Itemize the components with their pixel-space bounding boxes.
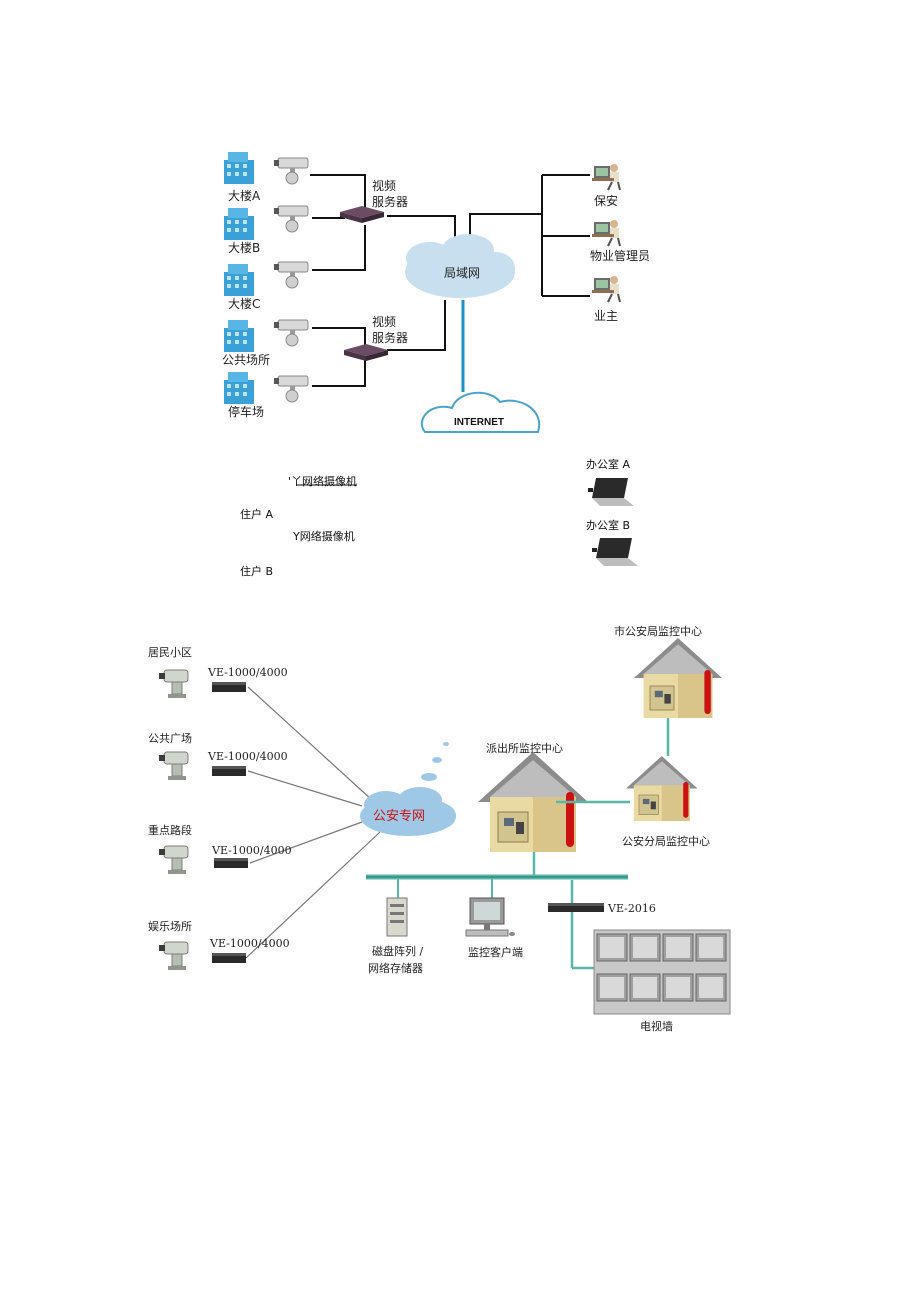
tv-wall xyxy=(593,929,731,1015)
video-server-label: 服务器 xyxy=(372,330,408,345)
video-server-icon xyxy=(344,344,388,361)
police-network-cloud: 公安专网 xyxy=(360,742,456,836)
user-label: 物业管理员 xyxy=(590,248,650,263)
laptop-icon xyxy=(592,538,638,566)
ptz-camera-icon xyxy=(158,941,189,971)
tv-monitor-icon xyxy=(596,973,628,1002)
client-label: 监控客户端 xyxy=(468,945,523,959)
building-b-icon xyxy=(224,208,254,240)
storage-label: 磁盘阵列 / xyxy=(372,944,423,958)
camera-a-label: '丫网络摄像机 xyxy=(288,475,358,488)
encoder-label: VE-1000/4000 xyxy=(211,844,292,857)
building-label: 停车场 xyxy=(228,404,264,419)
city-center-label: 市公安局监控中心 xyxy=(614,624,702,638)
user-label: 保安 xyxy=(594,193,618,208)
encoder-label: VE-1000/4000 xyxy=(207,666,288,679)
network-camera-icon xyxy=(273,157,309,185)
internet-label: INTERNET xyxy=(454,417,504,428)
police-network-label: 公安专网 xyxy=(373,809,425,824)
owner-icon xyxy=(591,275,621,303)
center-links xyxy=(532,718,670,970)
encoder-icon xyxy=(212,682,246,692)
station-center-label: 派出所监控中心 xyxy=(486,741,563,755)
links-bottom xyxy=(245,686,381,959)
encoder-label: VE-1000/4000 xyxy=(209,937,290,950)
site-label: 娱乐场所 xyxy=(148,919,192,933)
tv-monitor-icon xyxy=(596,933,628,962)
tv-monitor-icon xyxy=(695,933,727,962)
lan-label: 局域网 xyxy=(444,266,480,280)
video-server-label: 视频 xyxy=(372,178,396,193)
camera-column xyxy=(273,157,309,403)
building-c-icon xyxy=(224,264,254,296)
resident-a-label: 住户 A xyxy=(240,508,274,521)
network-camera-icon xyxy=(273,261,309,289)
building-a-icon xyxy=(224,152,254,184)
encoder-icon xyxy=(212,953,246,963)
decoder-icon xyxy=(548,903,604,912)
tv-monitor-icon xyxy=(629,933,661,962)
links-top xyxy=(310,174,590,387)
parking-lot-icon xyxy=(224,372,254,404)
lan-cloud: 局域网 xyxy=(405,234,515,298)
tv-monitor-icon xyxy=(695,973,727,1002)
tv-monitor-icon xyxy=(662,933,694,962)
building-label: 大楼B xyxy=(228,240,260,255)
ptz-camera-icon xyxy=(158,751,189,781)
video-server-label: 视频 xyxy=(372,314,396,329)
laptop-icon xyxy=(588,478,634,506)
tv-wall-label: 电视墙 xyxy=(640,1019,673,1033)
ptz-camera-icon xyxy=(158,845,189,875)
branch-bureau-house-icon xyxy=(625,755,698,822)
city-bureau-house-icon xyxy=(633,637,723,719)
buildings-column: 大楼A 大楼B 大楼C 公共场所 停车场 xyxy=(222,152,270,419)
storage-label: 网络存储器 xyxy=(368,961,423,975)
encoder-label: VE-1000/4000 xyxy=(207,750,288,763)
building-label: 大楼A xyxy=(228,188,261,203)
monitoring-client-icon xyxy=(465,897,515,937)
network-camera-icon xyxy=(273,319,309,347)
site-label: 居民小区 xyxy=(148,646,192,659)
building-label: 大楼C xyxy=(228,296,260,311)
ptz-camera-icon xyxy=(158,669,189,699)
security-guard-icon xyxy=(591,163,621,191)
network-camera-icon xyxy=(273,375,309,403)
property-manager-icon xyxy=(591,219,621,247)
resident-b-label: 住户 B xyxy=(240,565,274,578)
office-a-label: 办公室 A xyxy=(586,458,631,471)
site-label: 重点路段 xyxy=(148,823,192,837)
office-b-label: 办公室 B xyxy=(586,519,631,532)
decoder-label: VE-2016 xyxy=(607,902,656,915)
tv-monitor-icon xyxy=(629,973,661,1002)
video-server-label: 服务器 xyxy=(372,194,408,209)
internet-cloud: INTERNET xyxy=(420,391,541,433)
camera-b-label: Y网络摄像机 xyxy=(293,530,355,543)
network-camera-icon xyxy=(273,205,309,233)
encoder-icon xyxy=(212,766,246,776)
tv-monitor-icon xyxy=(662,973,694,1002)
building-label: 公共场所 xyxy=(222,353,270,367)
site-label: 公共广场 xyxy=(148,731,192,745)
branch-center-label: 公安分局监控中心 xyxy=(622,834,710,848)
encoder-icon xyxy=(214,858,248,868)
public-place-icon xyxy=(224,320,254,352)
user-label: 业主 xyxy=(594,309,618,323)
storage-icon xyxy=(386,897,408,937)
